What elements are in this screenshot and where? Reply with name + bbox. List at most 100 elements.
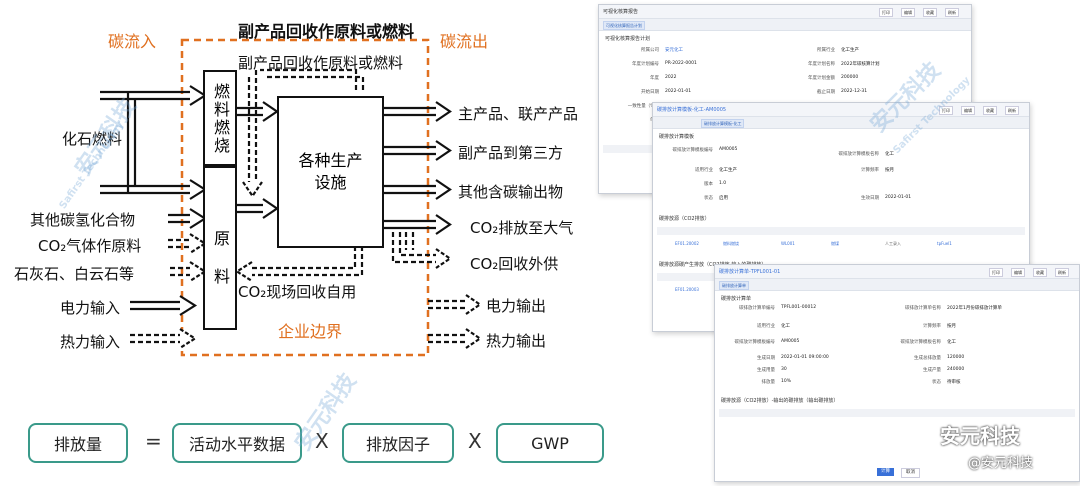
field-label: 生成总排放量 <box>914 356 941 361</box>
output-co2-external: CO₂回收外供 <box>470 255 559 273</box>
field-value: 按月 <box>947 324 956 329</box>
field-value[interactable]: 安元化工 <box>665 48 683 53</box>
calculate-button[interactable]: 计算 <box>877 468 894 476</box>
table-header <box>657 227 1025 235</box>
edit-button[interactable]: 编辑 <box>1011 268 1025 277</box>
formula-equals: = <box>145 429 162 453</box>
field-label: 一致性量（%） <box>627 104 659 109</box>
favorite-button[interactable]: 收藏 <box>923 8 937 17</box>
output-carbon: 其他含碳输出物 <box>458 183 564 201</box>
output-co2-atmosphere: CO₂排放至大气 <box>470 219 574 237</box>
field-value: 化工 <box>885 152 894 157</box>
field-label: 计算频率 <box>923 324 941 329</box>
field-label: 碳排放计算模板名称 <box>900 340 942 345</box>
diagram-title: 副产品回收作原料或燃料 <box>238 22 415 41</box>
window-titlebar: 碳排放计算单-TPFL001-01 打印 编辑 收藏 刷新 <box>715 265 1079 279</box>
refresh-button[interactable]: 刷新 <box>945 8 959 17</box>
field-value: 240000 <box>947 367 965 372</box>
table-cell: 人工录入 <box>885 241 901 246</box>
input-hydrocarbons: 其他碳氢化合物 <box>30 211 136 229</box>
input-heat: 热力输入 <box>60 333 121 351</box>
field-value: AM0005 <box>719 147 738 152</box>
field-value: 2022年1月份碳排放计算单 <box>947 306 1002 311</box>
enterprise-boundary-label: 企业边界 <box>278 322 343 341</box>
footer-handle: @安元科技 <box>968 456 1034 471</box>
carbon-in-label: 碳流入 <box>108 32 157 51</box>
window-titlebar: 碳排放计算模板-化工-AM0005 打印 编辑 收藏 刷新 <box>653 103 1029 117</box>
table-cell: 燃煤 <box>831 241 839 246</box>
field-label: 碳排放计算单编号 <box>739 306 775 311</box>
table-title: 碳排放源（CO2排放）-输出的碳排放（输出碳排放） <box>721 398 839 404</box>
field-label: 截止日期 <box>817 90 835 95</box>
tab-report-plan[interactable]: 可视化核算报告计划 <box>603 21 645 30</box>
field-value: 30 <box>781 367 787 372</box>
favorite-button[interactable]: 收藏 <box>1033 268 1047 277</box>
field-label: 生成用量 <box>757 368 775 373</box>
field-value: 化工 <box>781 324 790 329</box>
field-label: 适用行业 <box>695 168 713 173</box>
field-value: 2022-01-01 <box>885 195 912 200</box>
field-value: 化工生产 <box>719 168 737 173</box>
edit-button[interactable]: 编辑 <box>961 106 975 115</box>
field-value: 化工生产 <box>841 48 859 53</box>
tab-bar: 碳排放计算单 <box>715 279 1079 291</box>
field-label: 状态 <box>932 380 941 385</box>
output-main-product: 主产品、联产产品 <box>458 105 579 123</box>
table-cell: tpFuel1 <box>937 241 952 246</box>
field-label: 年度 <box>650 76 659 81</box>
print-button[interactable]: 打印 <box>989 268 1003 277</box>
field-value: 待审核 <box>947 380 961 385</box>
field-value: 200000 <box>841 75 859 80</box>
cancel-button[interactable]: 取消 <box>901 468 920 478</box>
field-value: 2022年碳核算计划 <box>841 62 880 67</box>
input-limestone: 石灰石、白云石等 <box>14 265 135 283</box>
table-cell[interactable]: EF01.20003 <box>675 287 699 292</box>
field-value: 10% <box>781 379 792 384</box>
enterprise-boundary <box>180 38 430 357</box>
tab-calc-sheet[interactable]: 碳排放计算单 <box>719 281 749 290</box>
refresh-button[interactable]: 刷新 <box>1055 268 1069 277</box>
print-button[interactable]: 打印 <box>879 8 893 17</box>
formula-times-2: X <box>468 429 482 453</box>
field-label: 适用行业 <box>757 324 775 329</box>
input-fossil-fuel: 化石燃料 <box>62 130 123 148</box>
field-value: 按月 <box>885 168 894 173</box>
output-power: 电力输出 <box>486 297 547 315</box>
tab-calc-template[interactable]: 碳排放计算模板-化工 <box>701 119 745 128</box>
carbon-flow-diagram: 碳流入 副产品回收作原料或燃料 碳流出 副产品回收作原料或燃料 燃料燃烧 原料 … <box>0 0 600 400</box>
window-title: 可视化核算报告 <box>603 9 639 15</box>
print-button[interactable]: 打印 <box>939 106 953 115</box>
field-value: 120000 <box>947 355 965 360</box>
co2-recycle-label: CO₂现场回收自用 <box>238 283 357 301</box>
refresh-button[interactable]: 刷新 <box>1005 106 1019 115</box>
emission-formula: 排放量 = 活动水平数据 X 排放因子 X GWP <box>0 415 620 475</box>
formula-activity-data: 活动水平数据 <box>172 423 302 463</box>
table-title: 碳排放源（CO2排放） <box>659 216 710 222</box>
tab-bar: 可视化核算报告计划 <box>599 19 971 31</box>
footer-brand: 安元科技 <box>940 424 1020 448</box>
window-titlebar: 可视化核算报告 打印 编辑 收藏 刷新 <box>599 5 971 19</box>
table-cell[interactable]: EF01.20002 <box>675 241 699 246</box>
favorite-button[interactable]: 收藏 <box>983 106 997 115</box>
field-label: 年度计划金额 <box>808 76 835 81</box>
field-label: 所属公司 <box>641 48 659 53</box>
output-byproduct: 副产品到第三方 <box>458 144 564 162</box>
window-calc-sheet: 碳排放计算单-TPFL001-01 打印 编辑 收藏 刷新 碳排放计算单 碳排放… <box>714 264 1080 482</box>
edit-button[interactable]: 编辑 <box>901 8 915 17</box>
field-label: 生成日期 <box>757 356 775 361</box>
input-power: 电力输入 <box>60 299 121 317</box>
field-value: AM0005 <box>781 339 800 344</box>
raw-material-box: 原料 <box>203 166 237 330</box>
field-label: 年度计划编号 <box>632 62 659 67</box>
field-label: 碳排放计算单名称 <box>905 306 941 311</box>
output-heat: 热力输出 <box>486 332 547 350</box>
field-label: 年度计划名称 <box>808 62 835 67</box>
field-label: 开始日期 <box>641 90 659 95</box>
carbon-out-label: 碳流出 <box>440 32 489 51</box>
field-value: 2022-12-31 <box>841 89 868 94</box>
formula-emissions: 排放量 <box>28 423 128 463</box>
field-value: 启用 <box>719 196 728 201</box>
table-header <box>719 409 1075 417</box>
field-label: 单位 <box>603 117 659 123</box>
field-value: 2022-01-01 <box>665 89 692 94</box>
